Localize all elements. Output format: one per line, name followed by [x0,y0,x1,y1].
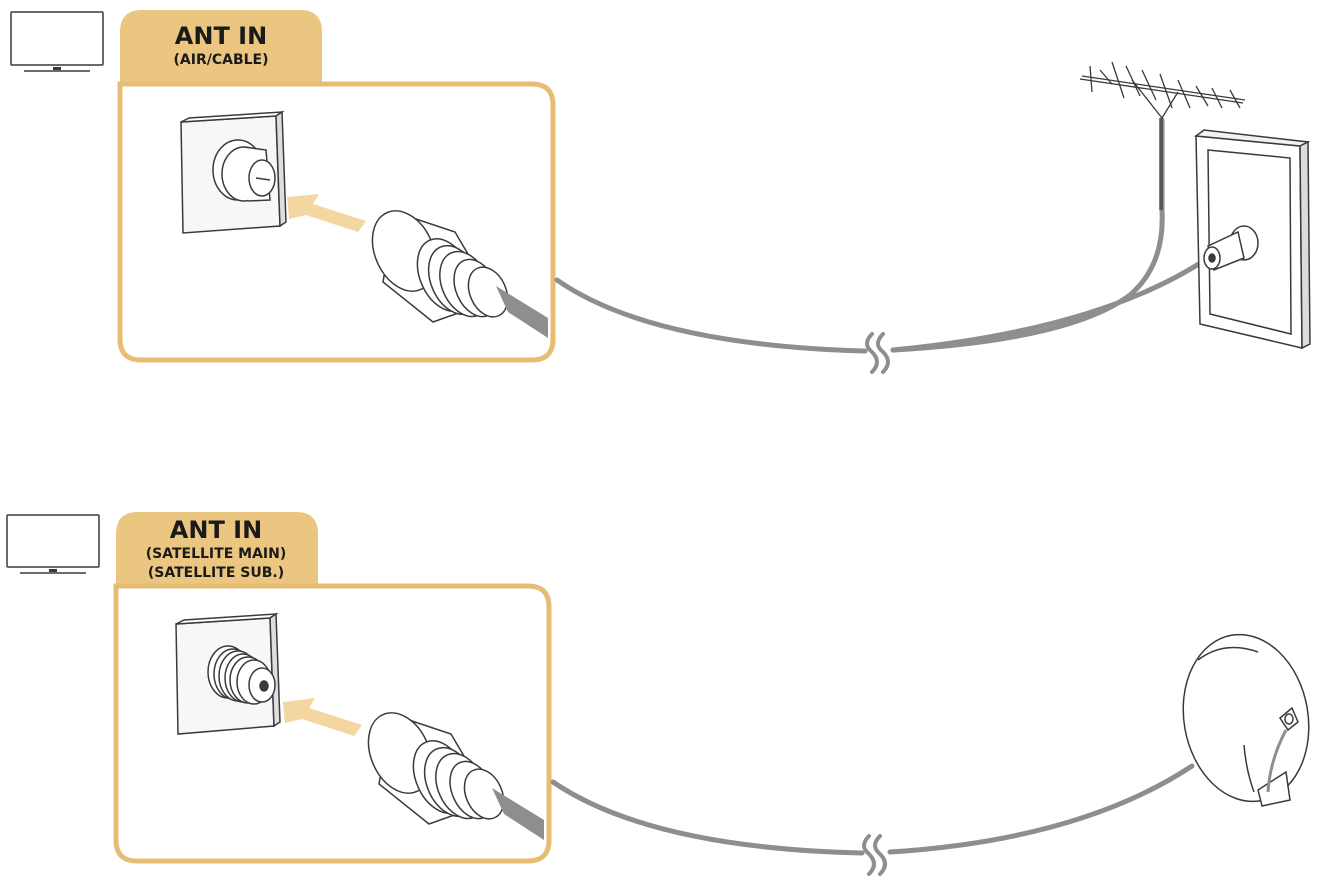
insert-arrow-icon [287,194,366,232]
satellite-dish-icon [1182,633,1310,807]
section-air-cable: ANT IN (AIR/CABLE) [10,10,1311,374]
port-label-tab: ANT IN (SATELLITE MAIN) (SATELLITE SUB.) [116,512,318,586]
coax-port-icon [180,110,287,234]
wall-outlet-icon [1194,129,1311,350]
coax-cable [887,763,1195,855]
section-satellite: ANT IN (SATELLITE MAIN) (SATELLITE SUB.) [6,512,1310,876]
port-label-tab: ANT IN (AIR/CABLE) [120,10,322,84]
tab-subline: (SATELLITE SUB.) [148,565,284,581]
f-plug-icon [367,712,544,840]
tab-title: ANT IN [175,22,267,50]
coax-cable [554,277,868,354]
coax-cable [890,117,1165,353]
tv-icon [10,11,104,72]
tab-title: ANT IN [170,516,262,544]
cable-break-icon [862,834,887,876]
cable-break-icon [865,332,890,374]
threaded-f-port-icon [175,612,281,735]
coax-cable [550,779,865,856]
coax-plug-icon [371,210,548,338]
tab-subline: (SATELLITE MAIN) [146,546,286,562]
coax-cable [890,255,1211,353]
insert-arrow-icon [283,698,362,736]
antenna-icon [1079,61,1246,210]
tv-icon [6,514,100,574]
tab-subline: (AIR/CABLE) [174,52,269,68]
